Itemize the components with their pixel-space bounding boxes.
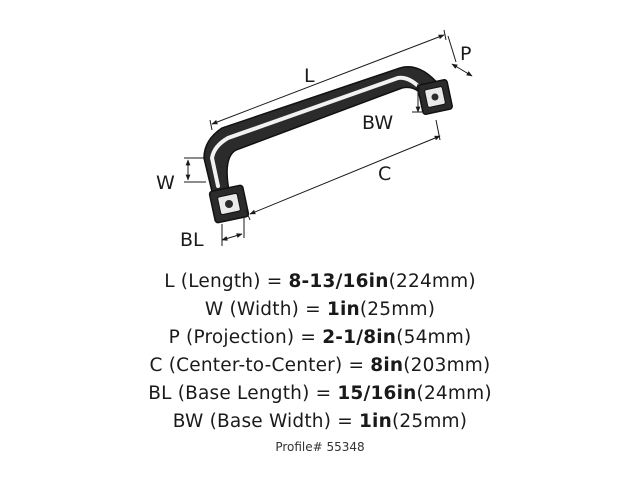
spec-name: BL (Base Length) = <box>148 383 338 404</box>
spec-value: 1in <box>326 299 360 320</box>
spec-name: L (Length) = <box>164 271 289 292</box>
spec-width: W (Width) = 1in(25mm) <box>0 296 640 324</box>
spec-base-length: BL (Base Length) = 15/16in(24mm) <box>0 380 640 408</box>
label-projection: P <box>460 43 471 65</box>
center-dimension-line <box>249 135 441 215</box>
length-dimension-line <box>211 34 445 125</box>
spec-projection: P (Projection) = 2-1/8in(54mm) <box>0 324 640 352</box>
cabinet-pull-handle <box>203 66 453 224</box>
label-base-width: BW <box>362 112 393 134</box>
spec-center-to-center: C (Center-to-Center) = 8in(203mm) <box>0 352 640 380</box>
spec-value: 2-1/8in <box>322 327 397 348</box>
spec-name: W (Width) = <box>204 299 327 320</box>
base-length-dimension-line <box>221 233 243 241</box>
spec-metric: (24mm) <box>416 383 492 404</box>
spec-metric: (203mm) <box>403 355 491 376</box>
spec-metric: (25mm) <box>359 299 436 320</box>
spec-value: 8-13/16in <box>288 271 389 292</box>
label-base-length: BL <box>180 229 204 251</box>
spec-metric: (25mm) <box>391 411 468 432</box>
label-width: W <box>156 172 175 194</box>
handle-dimension-diagram: L P BW C W BL <box>156 29 473 251</box>
label-center: C <box>378 163 391 185</box>
dimension-lines <box>184 29 473 246</box>
spec-name: BW (Base Width) = <box>172 411 359 432</box>
left-base <box>208 184 250 224</box>
projection-dimension-line <box>451 63 473 77</box>
specifications-list: L (Length) = 8-13/16in(224mm) W (Width) … <box>0 268 640 436</box>
spec-name: C (Center-to-Center) = <box>149 355 371 376</box>
right-base <box>417 79 453 115</box>
spec-value: 15/16in <box>337 383 417 404</box>
spec-metric: (54mm) <box>396 327 472 348</box>
spec-metric: (224mm) <box>388 271 476 292</box>
spec-base-width: BW (Base Width) = 1in(25mm) <box>0 408 640 436</box>
spec-value: 1in <box>358 411 392 432</box>
label-length: L <box>304 65 315 87</box>
spec-value: 8in <box>370 355 404 376</box>
spec-name: P (Projection) = <box>168 327 323 348</box>
profile-number: Profile# 55348 <box>275 440 365 454</box>
spec-length: L (Length) = 8-13/16in(224mm) <box>0 268 640 296</box>
